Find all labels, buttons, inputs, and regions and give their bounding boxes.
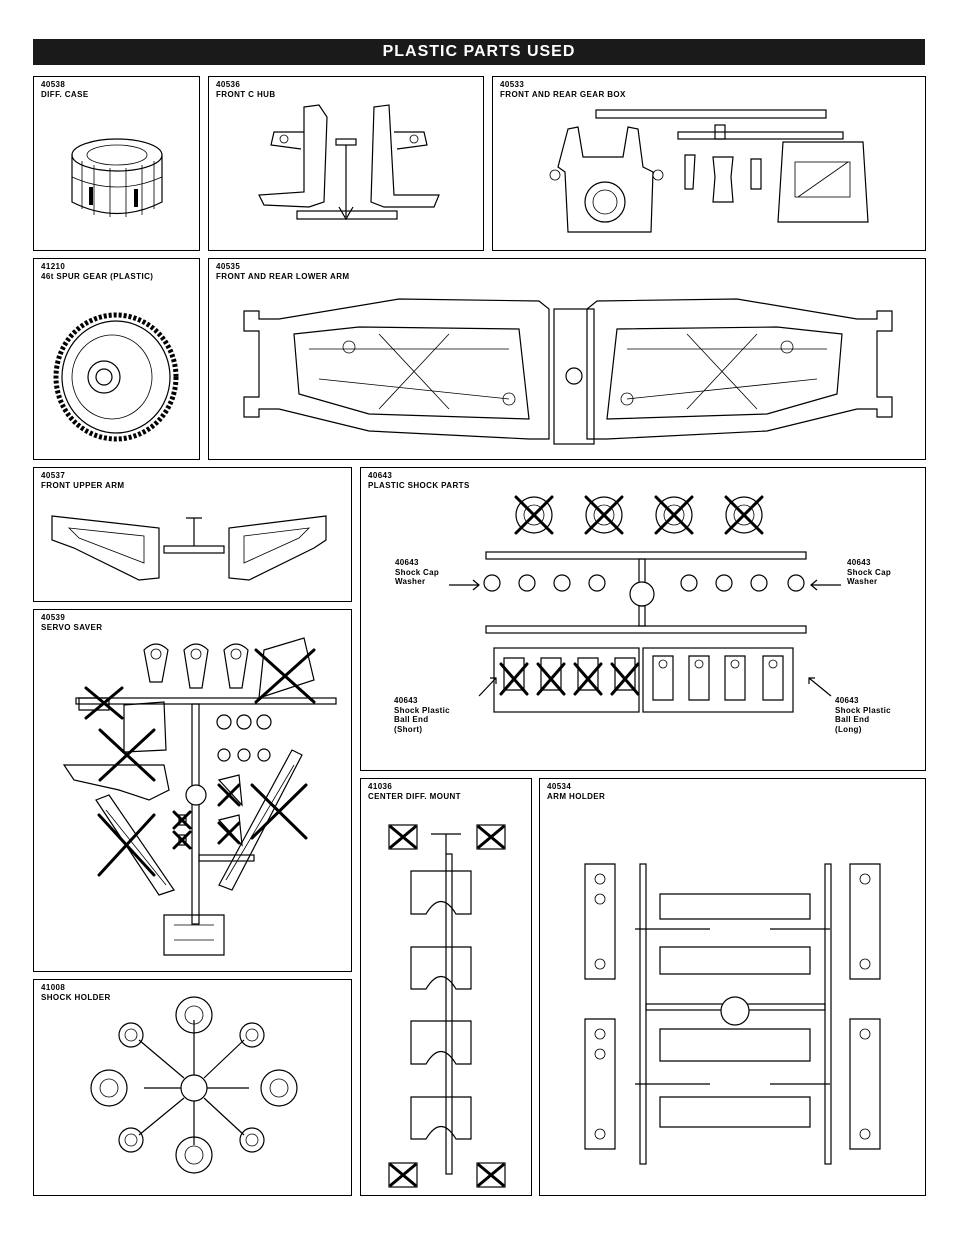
center-diff-mount-drawing [388,824,506,1188]
callout-shock-cap-washer-left: 40643 Shock Cap Washer [395,558,439,587]
panel-upper-arm: 40537 FRONT UPPER ARM [33,467,352,602]
shock-holder-drawing [90,996,298,1174]
part-number: 40536 [216,80,241,89]
part-name: DIFF. CASE [41,90,89,99]
panel-arm-holder: 40534 ARM HOLDER [539,778,926,1196]
panel-servo-saver: 40539 SERVO SAVER [33,609,352,972]
page-title: PLASTIC PARTS USED [33,39,925,65]
part-name: FRONT AND REAR LOWER ARM [216,272,350,281]
callout-line: (Short) [394,724,423,734]
servo-saver-drawing [62,637,337,956]
callout-number: 40643 [395,558,419,567]
part-number: 41210 [41,262,66,271]
part-name: FRONT UPPER ARM [41,481,125,490]
callout-line: Ball End [394,715,429,724]
part-number: 40538 [41,80,66,89]
callout-line: Shock Cap [395,567,440,577]
callout-line: (Long) [835,724,862,734]
diff-case-drawing [71,138,163,217]
part-name: SERVO SAVER [41,623,103,632]
part-name: SHOCK HOLDER [41,993,111,1002]
spur-gear-drawing [53,312,179,442]
part-number: 40537 [41,471,66,480]
panel-lower-arm: 40535 FRONT AND REAR LOWER ARM [208,258,926,460]
upper-arm-drawing [51,515,327,581]
callout-ball-end-long: 40643 Shock Plastic Ball End (Long) [835,696,891,734]
callout-number: 40643 [394,696,418,705]
callout-line: Ball End [835,715,870,724]
part-name: CENTER DIFF. MOUNT [368,792,461,801]
part-number: 40533 [500,80,525,89]
callout-line: Shock Plastic [835,705,891,715]
part-name: 46t SPUR GEAR (PLASTIC) [41,272,154,281]
panel-spur-gear: 41210 46t SPUR GEAR (PLASTIC) [33,258,200,460]
arm-holder-drawing [584,863,881,1165]
panel-front-c-hub: 40536 FRONT C HUB [208,76,484,251]
panel-shock-holder: 41008 SHOCK HOLDER [33,979,352,1196]
callout-line: Shock Plastic [394,705,450,715]
gear-box-drawing [549,109,869,233]
part-number: 40534 [547,782,572,791]
lower-arm-drawing [243,298,893,445]
callout-number: 40643 [847,558,871,567]
callout-ball-end-short: 40643 Shock Plastic Ball End (Short) [394,696,450,734]
part-number: 41036 [368,782,393,791]
panel-gear-box: 40533 FRONT AND REAR GEAR BOX [492,76,926,251]
panel-diff-case: 40538 DIFF. CASE [33,76,200,251]
panel-shock-parts: 40643 PLASTIC SHOCK PARTS [360,467,926,771]
part-name: FRONT C HUB [216,90,276,99]
part-name: FRONT AND REAR GEAR BOX [500,90,626,99]
shock-parts-drawing [449,495,841,713]
part-number: 40535 [216,262,241,271]
c-hub-drawing [258,104,440,221]
part-number: 40539 [41,613,66,622]
callout-shock-cap-washer-right: 40643 Shock Cap Washer [847,558,891,587]
part-name: PLASTIC SHOCK PARTS [368,481,470,490]
part-name: ARM HOLDER [547,792,606,801]
callout-line: Washer [395,577,426,586]
part-number: 41008 [41,983,66,992]
callout-number: 40643 [835,696,859,705]
callout-line: Shock Cap [847,567,892,577]
panel-center-diff-mount: 41036 CENTER DIFF. MOUNT [360,778,532,1196]
callout-line: Washer [847,577,878,586]
part-number: 40643 [368,471,393,480]
